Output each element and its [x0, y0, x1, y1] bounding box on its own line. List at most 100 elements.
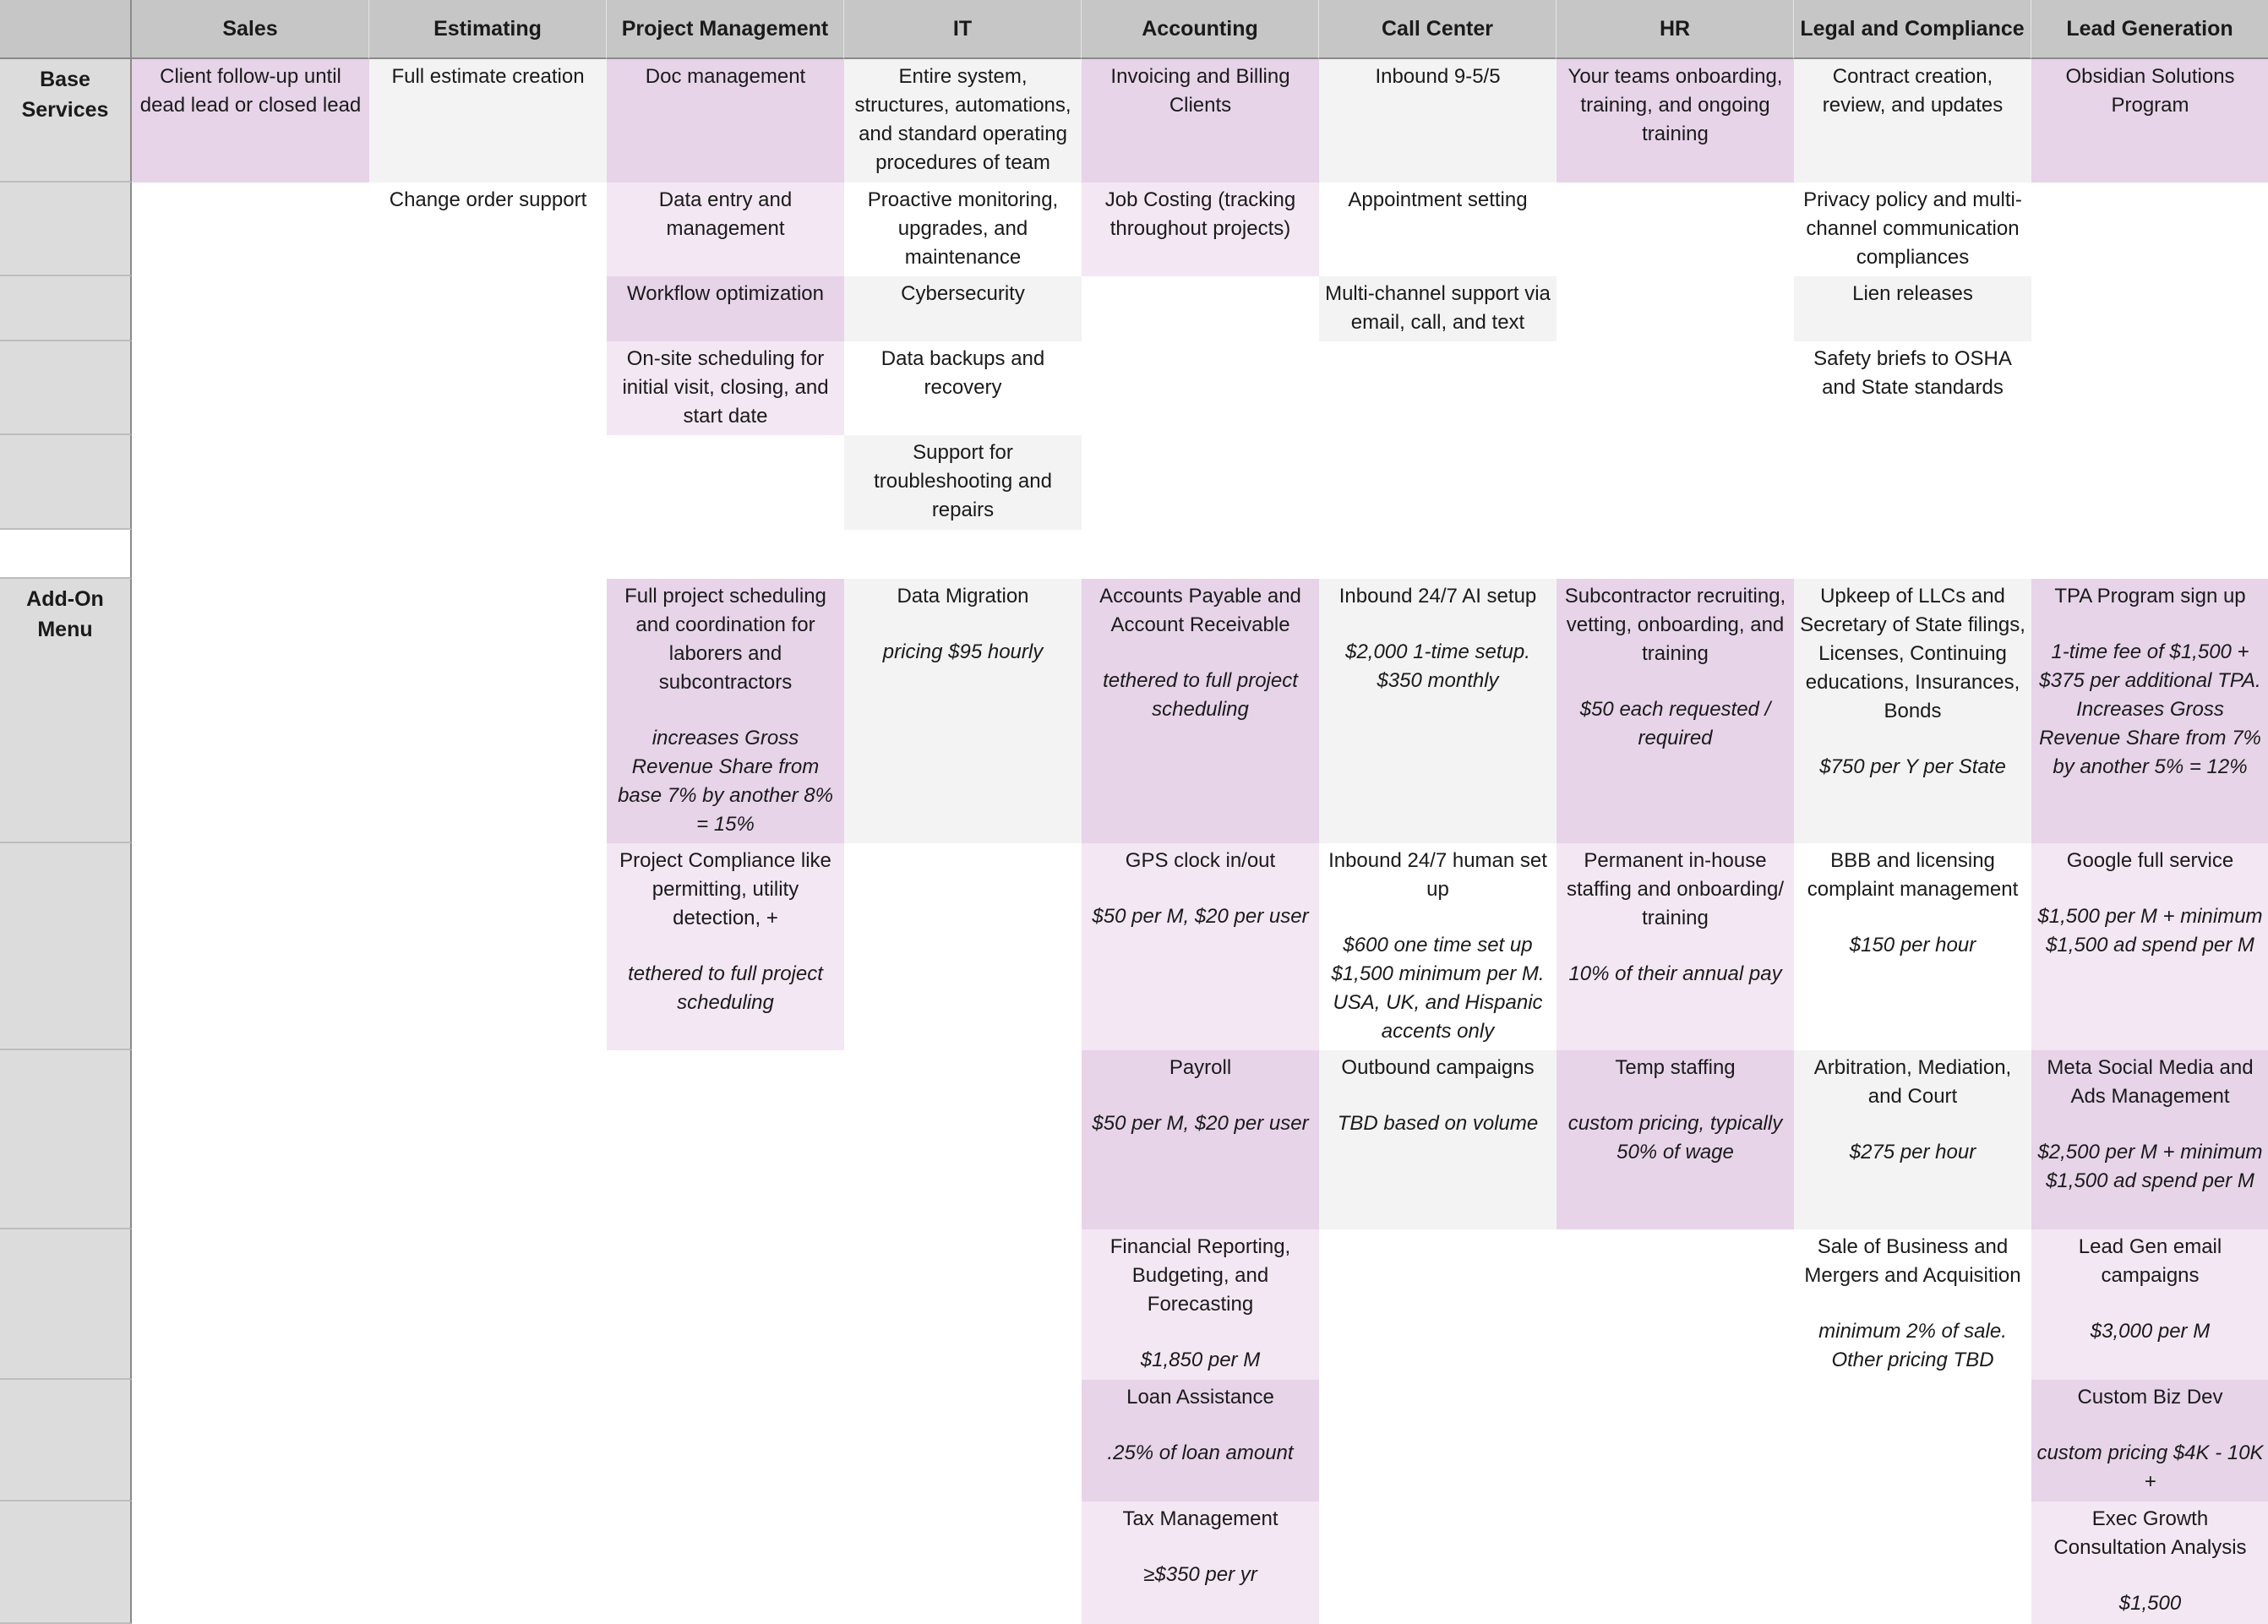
service-cell[interactable]: Contract creation, review, and updates [1794, 59, 2031, 183]
empty-cell[interactable] [1319, 1229, 1557, 1380]
column-header[interactable]: Project Management [607, 0, 844, 59]
empty-cell[interactable] [2031, 341, 2268, 435]
service-cell[interactable]: Inbound 9-5/5 [1319, 59, 1557, 183]
row-header[interactable] [0, 341, 132, 435]
service-cell[interactable]: Loan Assistance.25% of loan amount [1082, 1380, 1319, 1501]
service-cell[interactable]: GPS clock in/out$50 per M, $20 per user [1082, 843, 1319, 1050]
service-cell[interactable]: Cybersecurity [844, 276, 1082, 341]
empty-cell[interactable] [369, 1380, 607, 1501]
service-cell[interactable]: Client follow-up until dead lead or clos… [132, 59, 369, 183]
empty-cell[interactable] [1557, 435, 1794, 530]
service-cell[interactable]: Entire system, structures, automations, … [844, 59, 1082, 183]
empty-cell[interactable] [132, 530, 369, 579]
empty-cell[interactable] [369, 843, 607, 1050]
empty-cell[interactable] [1319, 1380, 1557, 1501]
service-cell[interactable]: Obsidian Solutions Program [2031, 59, 2268, 183]
empty-cell[interactable] [369, 530, 607, 579]
empty-cell[interactable] [132, 1050, 369, 1229]
service-cell[interactable]: Your teams onboarding, training, and ong… [1557, 59, 1794, 183]
column-header[interactable]: Sales [132, 0, 369, 59]
empty-cell[interactable] [369, 1501, 607, 1624]
empty-cell[interactable] [607, 530, 844, 579]
service-cell[interactable]: Upkeep of LLCs and Secretary of State fi… [1794, 579, 2031, 843]
row-header[interactable] [0, 1501, 132, 1624]
column-header[interactable]: Accounting [1082, 0, 1319, 59]
service-cell[interactable]: Subcontractor recruiting, vetting, onboa… [1557, 579, 1794, 843]
row-header[interactable] [0, 1380, 132, 1501]
service-cell[interactable]: Multi-channel support via email, call, a… [1319, 276, 1557, 341]
empty-cell[interactable] [1557, 1380, 1794, 1501]
service-cell[interactable]: Privacy policy and multi-channel communi… [1794, 183, 2031, 276]
empty-cell[interactable] [2031, 530, 2268, 579]
row-header[interactable] [0, 183, 132, 276]
empty-cell[interactable] [2031, 183, 2268, 276]
row-header[interactable] [0, 435, 132, 530]
service-cell[interactable]: Support for troubleshooting and repairs [844, 435, 1082, 530]
service-cell[interactable]: Doc management [607, 59, 844, 183]
service-cell[interactable]: Arbitration, Mediation, and Court$275 pe… [1794, 1050, 2031, 1229]
empty-cell[interactable] [844, 1050, 1082, 1229]
service-cell[interactable]: Job Costing (tracking throughout project… [1082, 183, 1319, 276]
empty-cell[interactable] [844, 1380, 1082, 1501]
service-cell[interactable]: Inbound 24/7 human set up$600 one time s… [1319, 843, 1557, 1050]
empty-cell[interactable] [1082, 530, 1319, 579]
empty-cell[interactable] [369, 341, 607, 435]
service-cell[interactable]: Invoicing and Billing Clients [1082, 59, 1319, 183]
service-cell[interactable]: Financial Reporting, Budgeting, and Fore… [1082, 1229, 1319, 1380]
empty-cell[interactable] [607, 1380, 844, 1501]
empty-cell[interactable] [132, 276, 369, 341]
empty-cell[interactable] [1794, 1380, 2031, 1501]
empty-cell[interactable] [607, 1229, 844, 1380]
empty-cell[interactable] [1794, 1501, 2031, 1624]
row-header[interactable] [0, 1229, 132, 1380]
empty-cell[interactable] [1082, 341, 1319, 435]
service-cell[interactable]: Full estimate creation [369, 59, 607, 183]
section-label-base[interactable]: Base Services [0, 59, 132, 183]
empty-cell[interactable] [1557, 183, 1794, 276]
empty-cell[interactable] [369, 1229, 607, 1380]
empty-cell[interactable] [2031, 435, 2268, 530]
service-cell[interactable]: BBB and licensing complaint management$1… [1794, 843, 2031, 1050]
column-header[interactable]: Legal and Compliance [1794, 0, 2031, 59]
service-cell[interactable]: Project Compliance like permitting, util… [607, 843, 844, 1050]
service-cell[interactable]: Payroll$50 per M, $20 per user [1082, 1050, 1319, 1229]
empty-cell[interactable] [132, 435, 369, 530]
empty-cell[interactable] [1557, 276, 1794, 341]
empty-cell[interactable] [1557, 1501, 1794, 1624]
service-cell[interactable]: Lead Gen email campaigns$3,000 per M [2031, 1229, 2268, 1380]
column-header[interactable]: Lead Generation [2031, 0, 2268, 59]
service-cell[interactable]: Data entry and management [607, 183, 844, 276]
empty-cell[interactable] [1319, 530, 1557, 579]
column-header[interactable]: HR [1557, 0, 1794, 59]
empty-cell[interactable] [607, 1501, 844, 1624]
row-header[interactable] [0, 276, 132, 341]
empty-cell[interactable] [1319, 435, 1557, 530]
empty-cell[interactable] [132, 843, 369, 1050]
section-label-addon[interactable]: Add-On Menu [0, 579, 132, 843]
service-cell[interactable]: Tax Management≥$350 per yr [1082, 1501, 1319, 1624]
service-cell[interactable]: Full project scheduling and coordination… [607, 579, 844, 843]
service-cell[interactable]: Meta Social Media and Ads Management$2,5… [2031, 1050, 2268, 1229]
row-header[interactable] [0, 1050, 132, 1229]
service-cell[interactable]: Sale of Business and Mergers and Acquisi… [1794, 1229, 2031, 1380]
empty-cell[interactable] [369, 435, 607, 530]
empty-cell[interactable] [132, 341, 369, 435]
empty-cell[interactable] [369, 579, 607, 843]
empty-cell[interactable] [1319, 1501, 1557, 1624]
empty-cell[interactable] [132, 1380, 369, 1501]
empty-cell[interactable] [844, 843, 1082, 1050]
empty-cell[interactable] [132, 579, 369, 843]
empty-cell[interactable] [132, 1229, 369, 1380]
empty-cell[interactable] [1082, 276, 1319, 341]
empty-cell[interactable] [844, 1229, 1082, 1380]
empty-cell[interactable] [2031, 276, 2268, 341]
service-cell[interactable]: Google full service$1,500 per M + minimu… [2031, 843, 2268, 1050]
empty-cell[interactable] [1794, 530, 2031, 579]
service-cell[interactable]: On-site scheduling for initial visit, cl… [607, 341, 844, 435]
service-cell[interactable]: Exec Growth Consultation Analysis$1,500 [2031, 1501, 2268, 1624]
row-header[interactable] [0, 530, 132, 579]
